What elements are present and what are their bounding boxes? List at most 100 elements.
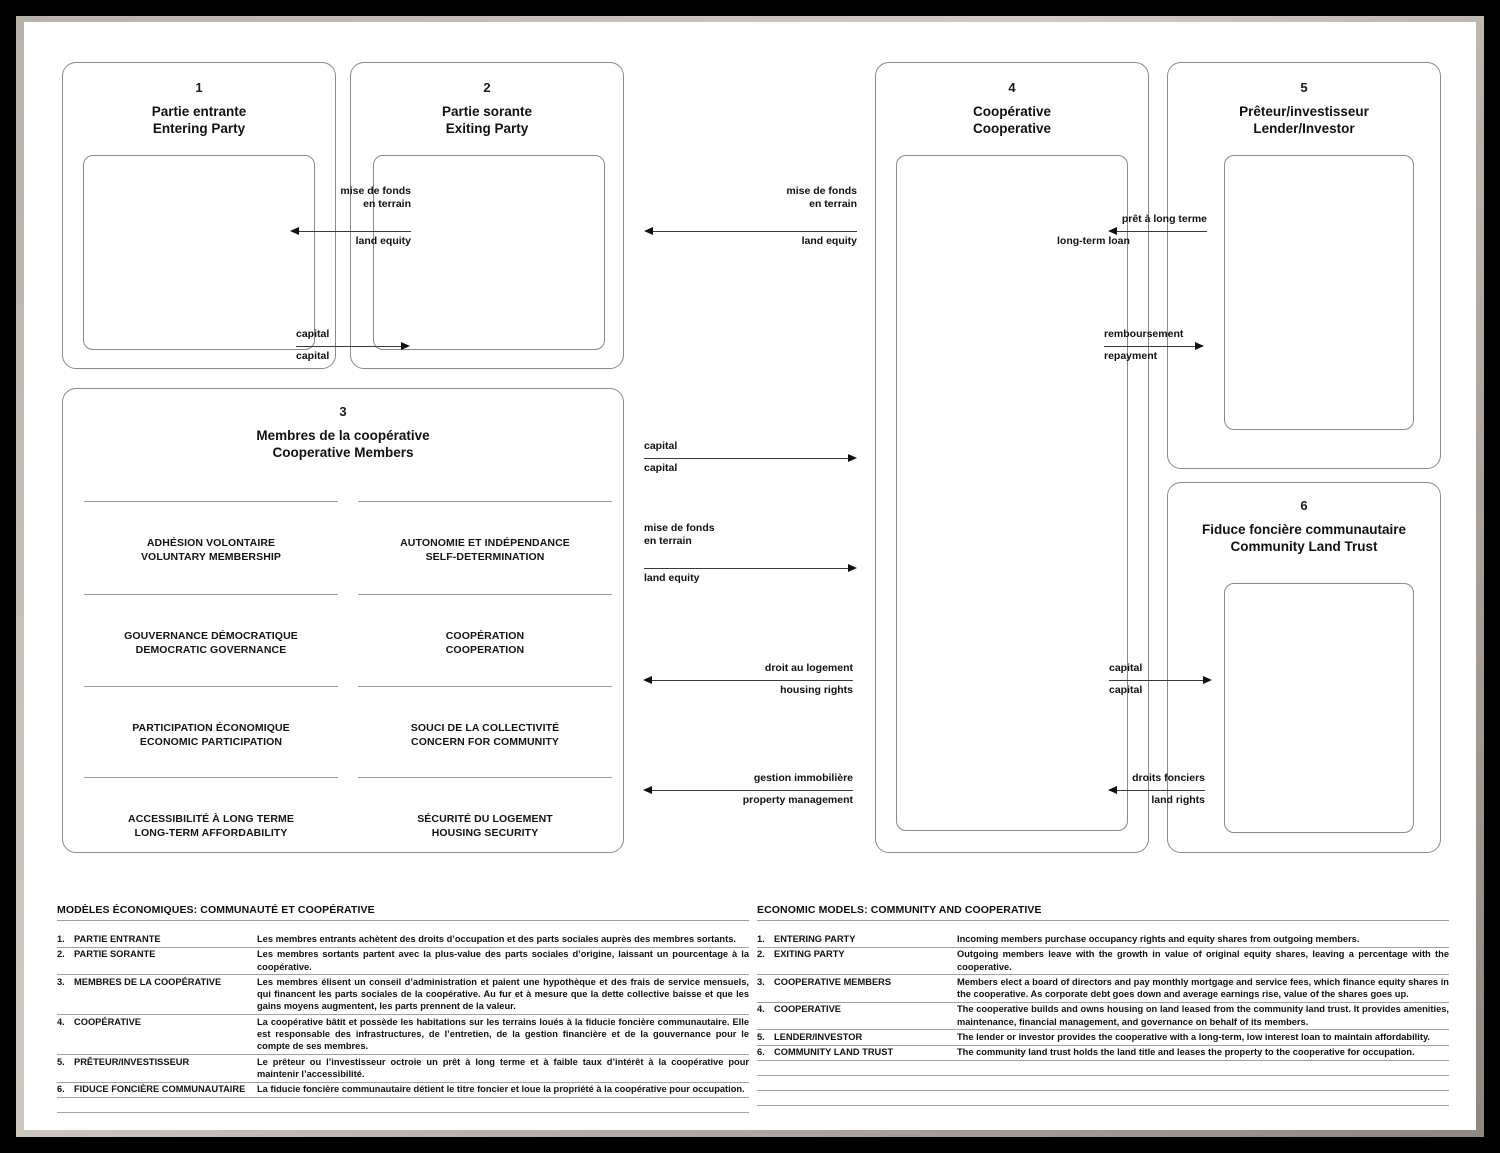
box-3-title: Membres de la coopérative Cooperative Me… [63,427,623,461]
flow-f11-label-en: land rights [1151,794,1205,806]
row-desc: La coopérative bâtit et possède les habi… [257,1014,749,1056]
diagram-page: 1 Partie entrante Entering Party 2 Parti… [24,22,1476,1130]
table-row-blank [757,1060,1449,1076]
box-cooperative: 4 Coopérative Cooperative [875,62,1149,853]
box-6-title-fr: Fiduce foncière communautaire [1201,522,1407,537]
row-number: 2. [757,947,774,976]
row-term: PARTIE ENTRANTE [74,932,257,948]
row-number: 3. [57,974,74,1016]
row-desc: Members elect a board of directors and p… [957,974,1449,1003]
box-2-title: Partie sorante Exiting Party [351,103,623,137]
flow-f6-line [650,680,853,681]
flow-f7-label-fr: gestion immobilière [753,772,853,784]
flow-f3-arrowhead-left-icon [644,227,653,235]
principle-en: CONCERN FOR COMMUNITY [411,735,559,748]
principle-fr: SOUCI DE LA COLLECTIVITÉ [410,722,560,734]
principle-fr: GOUVERNANCE DÉMOCRATIQUE [124,630,298,642]
legend-french: MODÈLES ÉCONOMIQUES: COMMUNAUTÉ ET COOPÉ… [57,904,749,1113]
box-5-number: 5 [1300,80,1308,95]
table-row-blank [57,1097,749,1113]
box-2-title-fr: Partie sorante [441,104,533,119]
flow-f2-line [296,346,402,347]
table-row: 6. FIDUCE FONCIÈRE COMMUNAUTAIRE La fidu… [57,1082,749,1099]
table-row: 2. EXITING PARTY Outgoing members leave … [757,947,1449,976]
flow-f8-line [1115,231,1207,232]
flow-f1-label-en: land equity [355,235,411,247]
principle-fr: ADHÉSION VOLONTAIRE [146,537,276,549]
table-row: 3. COOPERATIVE MEMBERS Members elect a b… [757,974,1449,1003]
row-number: 1. [757,932,774,948]
box-4-title-en: Cooperative [972,121,1052,137]
row-number: 2. [57,947,74,976]
flow-f10-line [1109,680,1204,681]
box-6-number: 6 [1300,498,1308,513]
flow-f6-label-fr: droit au logement [764,662,853,674]
flow-f9-label-fr: remboursement [1104,328,1184,340]
box-2-inner-panel [373,155,605,350]
principle-rule [84,686,338,687]
legend-english-title: ECONOMIC MODELS: COMMUNITY AND COOPERATI… [757,904,1042,916]
legend-english: ECONOMIC MODELS: COMMUNITY AND COOPERATI… [757,904,1449,1106]
principle-fr: SÉCURITÉ DU LOGEMENT [417,813,553,825]
flow-f5-arrowhead-right-icon [848,564,857,572]
box-5-title: Prêteur/investisseur Lender/Investor [1168,103,1440,137]
table-row: 3. MEMBRES DE LA COOPÉRATIVE Les membres… [57,974,749,1016]
row-desc: Les membres élisent un conseil d’adminis… [257,974,749,1016]
flow-f6-arrowhead-left-icon [643,676,652,684]
flow-f1-arrowhead-left-icon [290,227,299,235]
principle-fr: ACCESSIBILITÉ À LONG TERME [128,813,294,825]
principle-en: COOPERATION [445,643,525,656]
box-cooperative-members: 3 Membres de la coopérative Cooperative … [62,388,624,853]
principle-cell: SOUCI DE LA COLLECTIVITÉ CONCERN FOR COM… [358,722,612,750]
principle-fr: PARTICIPATION ÉCONOMIQUE [132,722,290,734]
row-desc: Les membres sortants partent avec la plu… [257,947,749,976]
principle-rule [358,501,612,502]
row-desc: Incoming members purchase occupancy righ… [957,932,1449,948]
table-row: 6. COMMUNITY LAND TRUST The community la… [757,1045,1449,1061]
flow-f7-label-en: property management [742,794,853,806]
principle-en: VOLUNTARY MEMBERSHIP [140,550,282,563]
box-4-inner-panel [896,155,1128,831]
flow-f1-line [296,231,411,232]
box-6-title: Fiduce foncière communautaire Community … [1168,521,1440,555]
table-row: 5. PRÊTEUR/INVESTISSEUR Le prêteur ou l’… [57,1054,749,1083]
principle-en: DEMOCRATIC GOVERNANCE [135,643,287,656]
principle-cell: GOUVERNANCE DÉMOCRATIQUE DEMOCRATIC GOVE… [84,630,338,658]
table-row-blank [757,1075,1449,1091]
table-row: 4. COOPÉRATIVE La coopérative bâtit et p… [57,1014,749,1056]
flow-f2-label-fr: capital [296,328,330,340]
principle-cell: SÉCURITÉ DU LOGEMENT HOUSING SECURITY [358,813,612,841]
flow-f5-line [644,568,849,569]
principle-rule [84,501,338,502]
legend-french-title: MODÈLES ÉCONOMIQUES: COMMUNAUTÉ ET COOPÉ… [57,904,375,916]
row-number: 5. [57,1054,74,1083]
flow-f8-label-fr: prêt à long terme [1121,213,1207,225]
box-entering-party: 1 Partie entrante Entering Party [62,62,336,369]
box-5-title-fr: Prêteur/investisseur [1239,104,1369,119]
table-row-blank [757,1090,1449,1106]
box-exiting-party: 2 Partie sorante Exiting Party [350,62,624,369]
flow-f4-line [644,458,849,459]
row-term: PRÊTEUR/INVESTISSEUR [74,1054,257,1083]
row-term: ENTERING PARTY [774,932,957,948]
table-row: 4. COOPERATIVE The cooperative builds an… [757,1002,1449,1031]
box-2-number: 2 [483,80,491,95]
box-lender-investor: 5 Prêteur/investisseur Lender/Investor [1167,62,1441,469]
table-row: 1. ENTERING PARTY Incoming members purch… [757,932,1449,948]
row-number: 5. [757,1029,774,1046]
row-term: MEMBRES DE LA COOPÉRATIVE [74,974,257,1016]
box-5-title-en: Lender/Investor [1253,121,1355,137]
row-term: COOPÉRATIVE [74,1014,257,1056]
box-4-title-fr: Coopérative [972,104,1052,119]
principle-rule [84,594,338,595]
flow-f2-label-en: capital [296,350,330,362]
flow-f4-label-en: capital [644,462,678,474]
principle-cell: AUTONOMIE ET INDÉPENDANCE SELF-DETERMINA… [358,537,612,565]
box-3-title-fr: Membres de la coopérative [256,428,430,443]
row-term: EXITING PARTY [774,947,957,976]
row-desc: Le prêteur ou l’investisseur octroie un … [257,1054,749,1083]
flow-f11-label-fr: droits fonciers [1132,772,1205,784]
